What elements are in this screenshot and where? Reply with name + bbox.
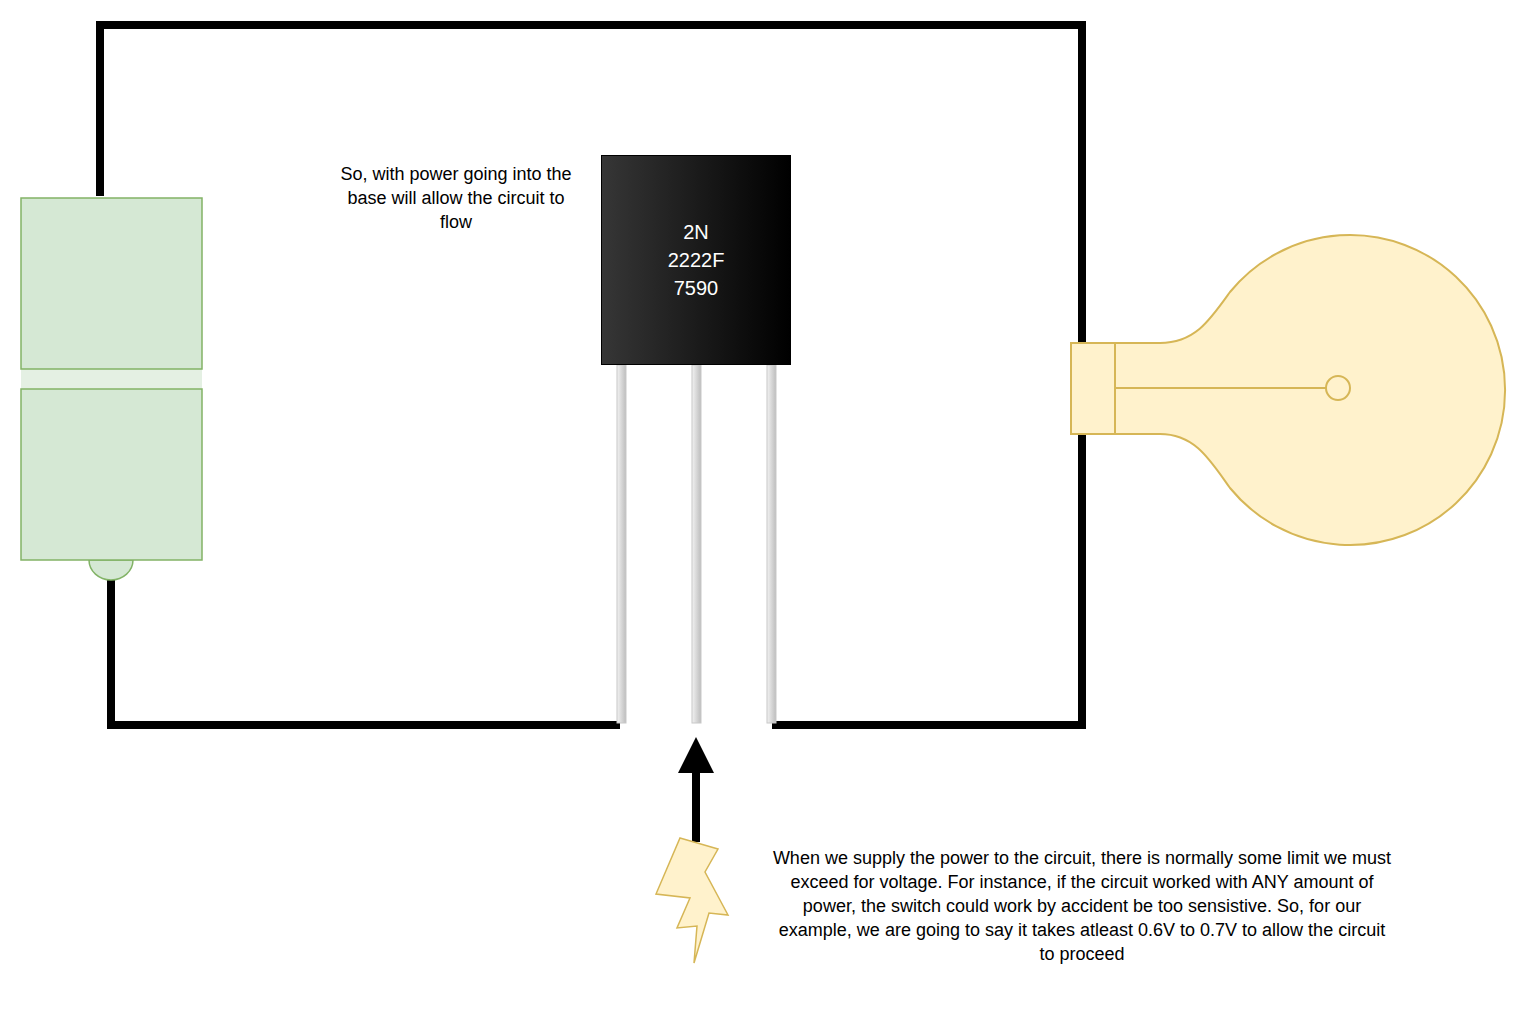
wire [100,25,1082,343]
transistor-body: 2N 2222F 7590 [601,155,791,365]
transistor-leg [692,365,701,723]
signal-arrow [692,770,700,842]
bulb-glass [1115,235,1505,545]
transistor-leg [617,365,626,723]
battery-cell [21,389,202,560]
battery-terminal [89,560,133,580]
transistor-leg [767,365,776,723]
battery-gap [21,369,202,389]
battery [21,198,202,580]
arrow-head [678,737,714,773]
bulb-filament [1326,376,1350,400]
wire [111,578,620,725]
battery-cell [21,198,202,369]
bulb-filament [1115,387,1326,389]
part-marking: 2N 2222F 7590 [666,218,726,302]
wire [772,434,1082,725]
note-text: So, with power going into the base will … [340,162,572,234]
lightning-bolt [656,838,728,963]
bulb-base [1071,343,1115,434]
light-bulb [1071,235,1505,545]
note-text: When we supply the power to the circuit,… [772,846,1392,966]
